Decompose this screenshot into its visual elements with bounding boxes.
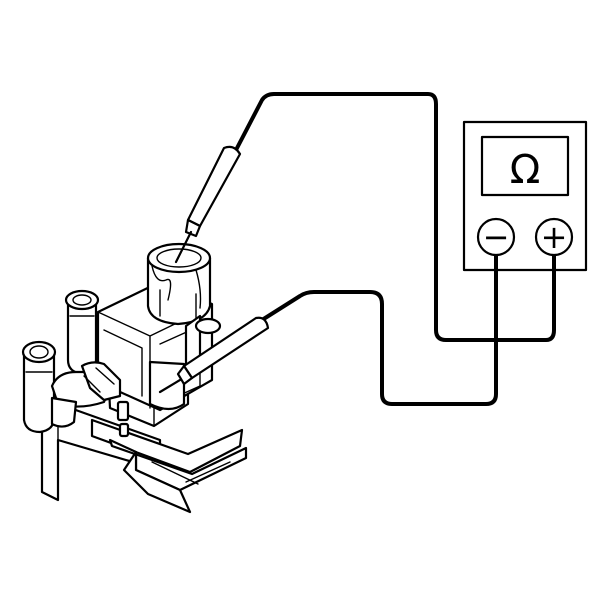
positive-terminal-symbol: + [541,218,568,256]
lower-test-probe-icon [158,316,270,394]
probe-leads [234,92,556,406]
positive-lead-wire [234,92,556,342]
solenoid-valve-icon [21,242,248,514]
upper-test-probe-icon [174,145,242,264]
negative-lead-wire [260,254,498,406]
multimeter-icon: Ω − + [462,120,588,272]
ohm-symbol: Ω [510,147,541,193]
negative-terminal-symbol: − [483,218,510,256]
meter-display [480,135,570,197]
